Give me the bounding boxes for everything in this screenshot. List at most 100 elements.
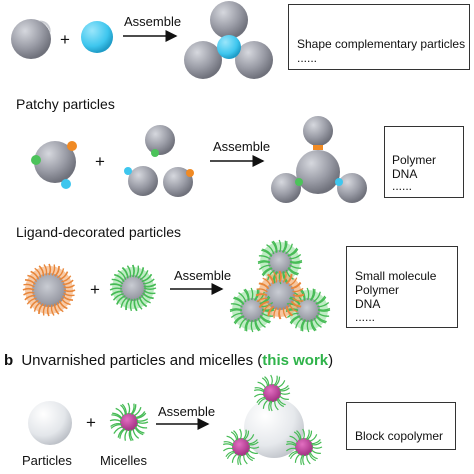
copolymer-strand	[279, 385, 289, 391]
orange-ligand-strand	[62, 279, 74, 286]
copolymer-strand	[254, 393, 265, 398]
green-ligand-strand	[262, 248, 273, 257]
green-ligand-strand	[255, 319, 261, 331]
copolymer-strand	[248, 439, 258, 445]
green-ligand-strand	[143, 289, 156, 295]
copolymer-strand	[223, 447, 234, 452]
copolymer-strand	[112, 412, 123, 419]
orange-ligand-strand	[285, 306, 293, 317]
copolymer-strand	[306, 454, 311, 465]
copolymer-strand	[248, 441, 259, 446]
copolymer-strand	[111, 414, 123, 420]
panel-b-title-end: )	[328, 352, 334, 369]
orange-ligand-strand	[57, 268, 65, 279]
legend-row1-line1: Shape complementary particles	[297, 37, 466, 51]
green-ligand-strand	[143, 287, 157, 290]
green-ligand-strand	[282, 271, 288, 284]
green-ligand-strand	[245, 319, 251, 332]
green-ligand-strand	[134, 265, 140, 278]
green-ligand-strand	[250, 287, 254, 301]
orange-ligand-strand	[282, 271, 287, 283]
green-ligand-strand	[258, 264, 271, 270]
legend-row2-line3: ......	[392, 179, 413, 193]
copolymer-strand	[127, 402, 131, 415]
copolymer-strand	[223, 443, 234, 447]
green-ligand-strand	[122, 266, 129, 279]
orange-ligand-strand	[262, 303, 272, 313]
legend-row2-line2: DNA	[392, 167, 418, 181]
copolymer-strand	[243, 454, 248, 465]
green-ligand-strand	[289, 259, 303, 263]
green-ligand-strand	[136, 298, 143, 310]
legend-row1-line2: ......	[297, 51, 318, 65]
copolymer-strand	[270, 374, 273, 386]
orange-ligand-strand	[272, 271, 278, 283]
orange-ligand-strand	[60, 298, 71, 306]
copolymer-strand	[110, 423, 122, 429]
green-ligand-strand	[287, 248, 299, 257]
green-ligand-strand	[289, 315, 301, 324]
orange-ligand-strand	[30, 270, 40, 280]
green-ligand-strand	[285, 309, 299, 313]
green-ligand-strand	[239, 317, 247, 329]
green-ligand-particle	[109, 264, 157, 312]
orange-ligand-strand	[63, 289, 76, 293]
patchy-partner-particles	[124, 125, 194, 197]
copolymer-strand	[306, 430, 313, 441]
orange-ligand-strand	[56, 302, 64, 313]
copolymer-strand	[225, 450, 235, 458]
green-ligand-strand	[112, 293, 124, 301]
legend-row4-line1: Block copolymer	[355, 429, 444, 443]
assemble-label-row1: Assemble	[124, 14, 182, 29]
green-ligand-strand	[126, 265, 132, 278]
green-ligand-strand	[262, 267, 273, 277]
green-ligand-strand	[143, 278, 155, 285]
green-ligand-strand	[281, 240, 287, 253]
green-ligand-strand	[315, 296, 327, 305]
copolymer-strand	[131, 404, 137, 415]
orange-ligand-strand	[34, 267, 42, 278]
copolymer-strand	[239, 454, 242, 466]
cyan-particle	[81, 21, 113, 53]
green-ligand-strand	[229, 308, 243, 311]
green-ligand-strand	[140, 294, 151, 304]
copolymer-strand	[309, 451, 318, 460]
copolymer-strand	[129, 429, 134, 441]
legend-box-row4: Block copolymer	[346, 402, 456, 450]
orange-ligand-strand	[292, 287, 304, 293]
concave-gray-particle	[11, 19, 51, 59]
green-ligand-strand	[129, 298, 133, 312]
green-ligand-strand	[306, 319, 310, 333]
green-ligand-strand	[261, 309, 275, 312]
green-ligand-strand	[289, 264, 302, 269]
copolymer-strand	[136, 418, 149, 422]
orange-ligand-strand	[48, 263, 51, 276]
section-title-patchy: Patchy particles	[16, 96, 115, 112]
orange-ligand-strand	[27, 274, 38, 282]
green-ligand-strand	[287, 247, 298, 257]
orange-ligand-strand	[279, 270, 282, 283]
patchy-particle	[31, 141, 77, 189]
green-ligand-strand	[287, 266, 299, 275]
green-ligand-strand	[254, 319, 260, 332]
green-ligand-strand	[317, 307, 331, 311]
copolymer-strand	[270, 400, 273, 412]
assemble-label-row3: Assemble	[174, 268, 232, 283]
copolymer-strand	[276, 398, 285, 408]
plus-sign-row4: +	[86, 413, 96, 432]
copolymer-strand	[248, 446, 260, 449]
copolymer-strand	[113, 426, 123, 434]
copolymer-strand	[120, 404, 127, 415]
copolymer-strand	[117, 428, 125, 438]
copolymer-strand	[305, 429, 310, 440]
green-ligand-strand	[259, 314, 271, 323]
green-ligand-strand	[287, 267, 298, 276]
green-ligand-strand	[110, 290, 123, 296]
copolymer-strand	[309, 434, 318, 442]
copolymer-strand	[308, 452, 317, 462]
orange-ligand-strand	[58, 300, 68, 310]
orange-ligand-strand	[291, 282, 302, 290]
assemble-label-row4: Assemble	[158, 404, 216, 419]
green-ligand-strand	[273, 271, 279, 284]
green-ligand-strand	[111, 278, 124, 285]
